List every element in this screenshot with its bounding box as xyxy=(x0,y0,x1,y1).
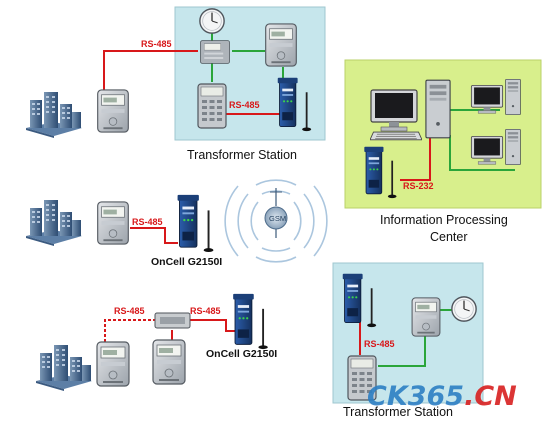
watermark-logo: CK365.CN xyxy=(367,381,517,412)
rs485-label-top-inner: RS-485 xyxy=(229,100,260,110)
oncell-label-low: OnCell G2150I xyxy=(206,348,277,360)
rs485-line-top-left xyxy=(103,50,198,91)
transformer-station-bottom-label: Transformer Station xyxy=(343,405,453,419)
rtu-icon-top xyxy=(197,83,227,129)
gauge-icon-top xyxy=(199,8,225,34)
info-center-label-line1: Information Processing xyxy=(380,213,508,227)
gateway-icon-low xyxy=(232,292,269,350)
rs485-label-mid: RS-485 xyxy=(132,217,163,227)
green-line-bottom-station xyxy=(378,332,426,367)
rs485-line-low-right xyxy=(190,319,236,332)
pc-tower-icon-right-top xyxy=(505,78,521,116)
pc-tower-icon-main xyxy=(425,79,451,139)
rs485-label-top-left: RS-485 xyxy=(141,39,172,49)
green-line-center-down xyxy=(449,135,515,171)
meter-icon-low-left xyxy=(96,341,130,387)
meter-icon-mid xyxy=(97,201,129,245)
pc-tower-icon-right-bottom xyxy=(505,128,521,166)
rs485-label-low-left: RS-485 xyxy=(114,306,145,316)
rs232-label: RS-232 xyxy=(403,181,434,191)
meter-icon-low-mid xyxy=(152,339,186,385)
meter-icon-bottom-station xyxy=(411,297,441,337)
meter-icon-top-station xyxy=(265,23,297,67)
transformer-station-top-label: Transformer Station xyxy=(187,148,297,162)
gauge-icon-bottom xyxy=(451,296,477,322)
rs485-label-low-right: RS-485 xyxy=(190,306,221,316)
rs232-line xyxy=(400,130,431,181)
gateway-icon-mid xyxy=(176,193,215,253)
rs485-line-low-left xyxy=(104,319,155,342)
oncell-label-mid: OnCell G2150I xyxy=(151,256,222,268)
gsm-tower-icon xyxy=(224,179,328,263)
gsm-label: GSM xyxy=(269,214,286,223)
meter-icon-top-left xyxy=(97,89,129,133)
watermark-part-2: .CN xyxy=(464,381,517,412)
building-icon-low xyxy=(36,345,92,391)
junction-box-icon xyxy=(154,312,191,329)
rs485-label-bottom-station: RS-485 xyxy=(364,339,395,349)
info-center-label-line2: Center xyxy=(430,230,468,244)
keyboard-icon xyxy=(370,131,422,141)
watermark-part-1: CK365 xyxy=(367,381,464,412)
building-icon-top xyxy=(26,92,82,138)
panel-meter-icon-top xyxy=(199,40,231,64)
rs485-line-mid xyxy=(130,227,178,244)
building-icon-mid xyxy=(26,200,82,246)
